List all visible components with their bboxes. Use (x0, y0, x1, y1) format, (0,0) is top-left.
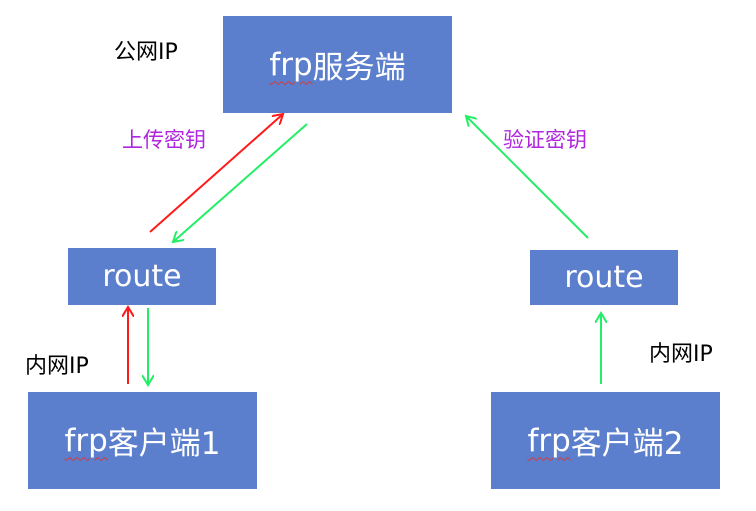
route-left-label: route (102, 259, 182, 294)
server-suffix: 服务端 (312, 50, 406, 86)
private-ip-left-label: 内网IP (25, 354, 89, 379)
route-right-node: route (530, 250, 678, 305)
arrow-verify-key (466, 116, 589, 239)
client2-suffix: 客户端2 (570, 426, 684, 462)
route-left-node: route (68, 248, 216, 305)
server-prefix: frp (269, 46, 313, 83)
arrow-server-to-route-left (173, 123, 308, 242)
verify-key-label: 验证密钥 (503, 128, 587, 152)
arrow-upload-key (149, 114, 283, 233)
upload-key-label: 上传密钥 (122, 128, 206, 152)
client1-suffix: 客户端1 (107, 426, 221, 462)
client1-prefix: frp (64, 422, 108, 459)
private-ip-right-label: 内网IP (649, 342, 713, 367)
client2-prefix: frp (527, 422, 571, 459)
public-ip-label: 公网IP (114, 40, 178, 65)
route-right-label: route (564, 260, 644, 295)
